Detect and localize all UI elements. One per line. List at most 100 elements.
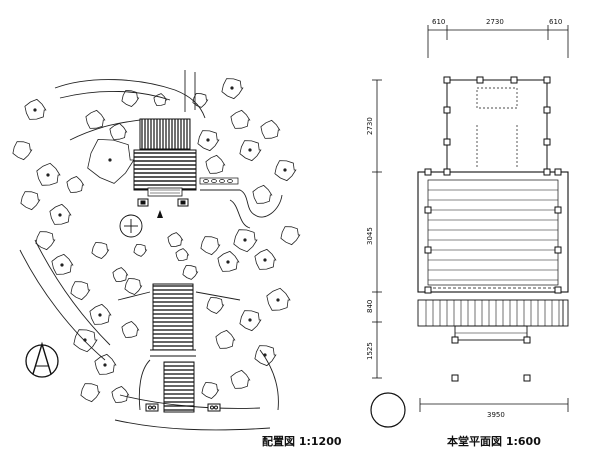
tree-icon <box>252 184 273 204</box>
tree-icon <box>121 321 140 338</box>
dim-side-1: 2730 <box>366 117 374 135</box>
top-dimension <box>427 25 569 58</box>
tree-icon <box>201 382 220 399</box>
gate-stones <box>145 403 221 412</box>
post-icon <box>424 246 432 254</box>
post-icon <box>543 106 551 114</box>
post-icon <box>451 336 459 344</box>
posts <box>424 76 562 382</box>
stone-lanterns <box>137 198 189 207</box>
entrance-marker-icon <box>157 210 163 218</box>
tree-icon <box>217 250 240 272</box>
site-plan: 配置図 1:1200 <box>12 70 342 448</box>
tree-icon <box>73 329 98 353</box>
post-icon <box>476 76 484 84</box>
tree-icon <box>121 90 140 107</box>
dim-top-left: 610 <box>432 18 445 26</box>
tree-icon <box>70 281 91 301</box>
tree-icon <box>89 303 112 325</box>
floor-plan-caption: 本堂平面図 1:600 <box>447 434 541 448</box>
post-icon <box>443 168 451 176</box>
tree-icon <box>206 297 225 314</box>
tree-icon <box>200 236 221 256</box>
tree-icon <box>230 369 251 389</box>
post-icon <box>443 76 451 84</box>
approach-stairs <box>150 283 196 413</box>
tree-icon <box>111 386 130 403</box>
round-well <box>119 214 143 238</box>
tree-icon <box>182 265 199 280</box>
dim-side-3: 840 <box>366 300 374 313</box>
dim-top-right: 610 <box>549 18 562 26</box>
dim-side-2: 3045 <box>366 227 374 245</box>
tree-icon <box>280 226 301 246</box>
main-hall-roof <box>133 118 197 197</box>
stepping-stones <box>199 177 239 185</box>
tree-icon <box>167 232 184 247</box>
post-icon <box>554 168 562 176</box>
post-icon <box>543 168 551 176</box>
post-icon <box>554 246 562 254</box>
dim-top-mid: 2730 <box>486 18 504 26</box>
tree-icon <box>233 229 258 253</box>
tree-icon <box>153 93 168 107</box>
tree-icon <box>254 248 277 270</box>
post-icon <box>443 106 451 114</box>
post-icon <box>424 206 432 214</box>
tree-icon <box>221 78 244 100</box>
post-icon <box>451 374 459 382</box>
tree-icon <box>87 138 135 184</box>
dim-bottom: 3950 <box>487 411 505 419</box>
tree-icon <box>124 278 143 295</box>
tree-icon <box>109 123 128 140</box>
tree-icon <box>112 267 129 282</box>
veranda <box>417 299 569 341</box>
tree-icon <box>215 329 236 349</box>
post-icon <box>543 138 551 146</box>
site-boundary-lines <box>19 70 283 431</box>
post-icon <box>523 336 531 344</box>
post-icon <box>424 168 432 176</box>
post-icon <box>443 138 451 146</box>
tree-icon <box>205 154 226 174</box>
tree-icon <box>12 141 33 161</box>
post-icon <box>554 286 562 294</box>
rear-hall <box>446 79 548 173</box>
tree-icon <box>175 248 190 262</box>
post-icon <box>543 76 551 84</box>
side-dimension <box>372 79 382 379</box>
tree-canopies <box>12 78 301 403</box>
bottom-dimension <box>419 398 569 412</box>
scale-circle <box>370 392 406 428</box>
tree-icon <box>91 242 110 259</box>
post-icon <box>510 76 518 84</box>
tree-icon <box>49 203 72 225</box>
floor-plan: 610 2730 610 2730 3045 840 1525 <box>366 18 569 448</box>
tree-icon <box>94 353 117 375</box>
tree-icon <box>197 130 220 152</box>
main-hall <box>417 171 569 293</box>
tree-icon <box>239 140 262 162</box>
tree-icon <box>266 287 291 311</box>
tree-icon <box>239 310 262 332</box>
tree-icon <box>85 109 106 129</box>
tree-icon <box>230 109 251 129</box>
post-icon <box>424 286 432 294</box>
tree-icon <box>35 231 56 251</box>
post-icon <box>554 206 562 214</box>
tree-icon <box>133 243 148 257</box>
post-icon <box>523 374 531 382</box>
tree-icon <box>274 160 297 182</box>
tree-icon <box>51 253 74 275</box>
tree-icon <box>192 93 209 108</box>
tree-icon <box>20 191 41 211</box>
tree-icon <box>24 98 47 120</box>
tree-icon <box>80 383 101 403</box>
tree-icon <box>260 119 281 139</box>
site-plan-caption: 配置図 1:1200 <box>262 434 342 448</box>
north-arrow-icon <box>25 341 59 378</box>
tree-icon <box>36 162 61 186</box>
tree-icon <box>66 176 85 193</box>
dim-side-4: 1525 <box>366 342 374 360</box>
